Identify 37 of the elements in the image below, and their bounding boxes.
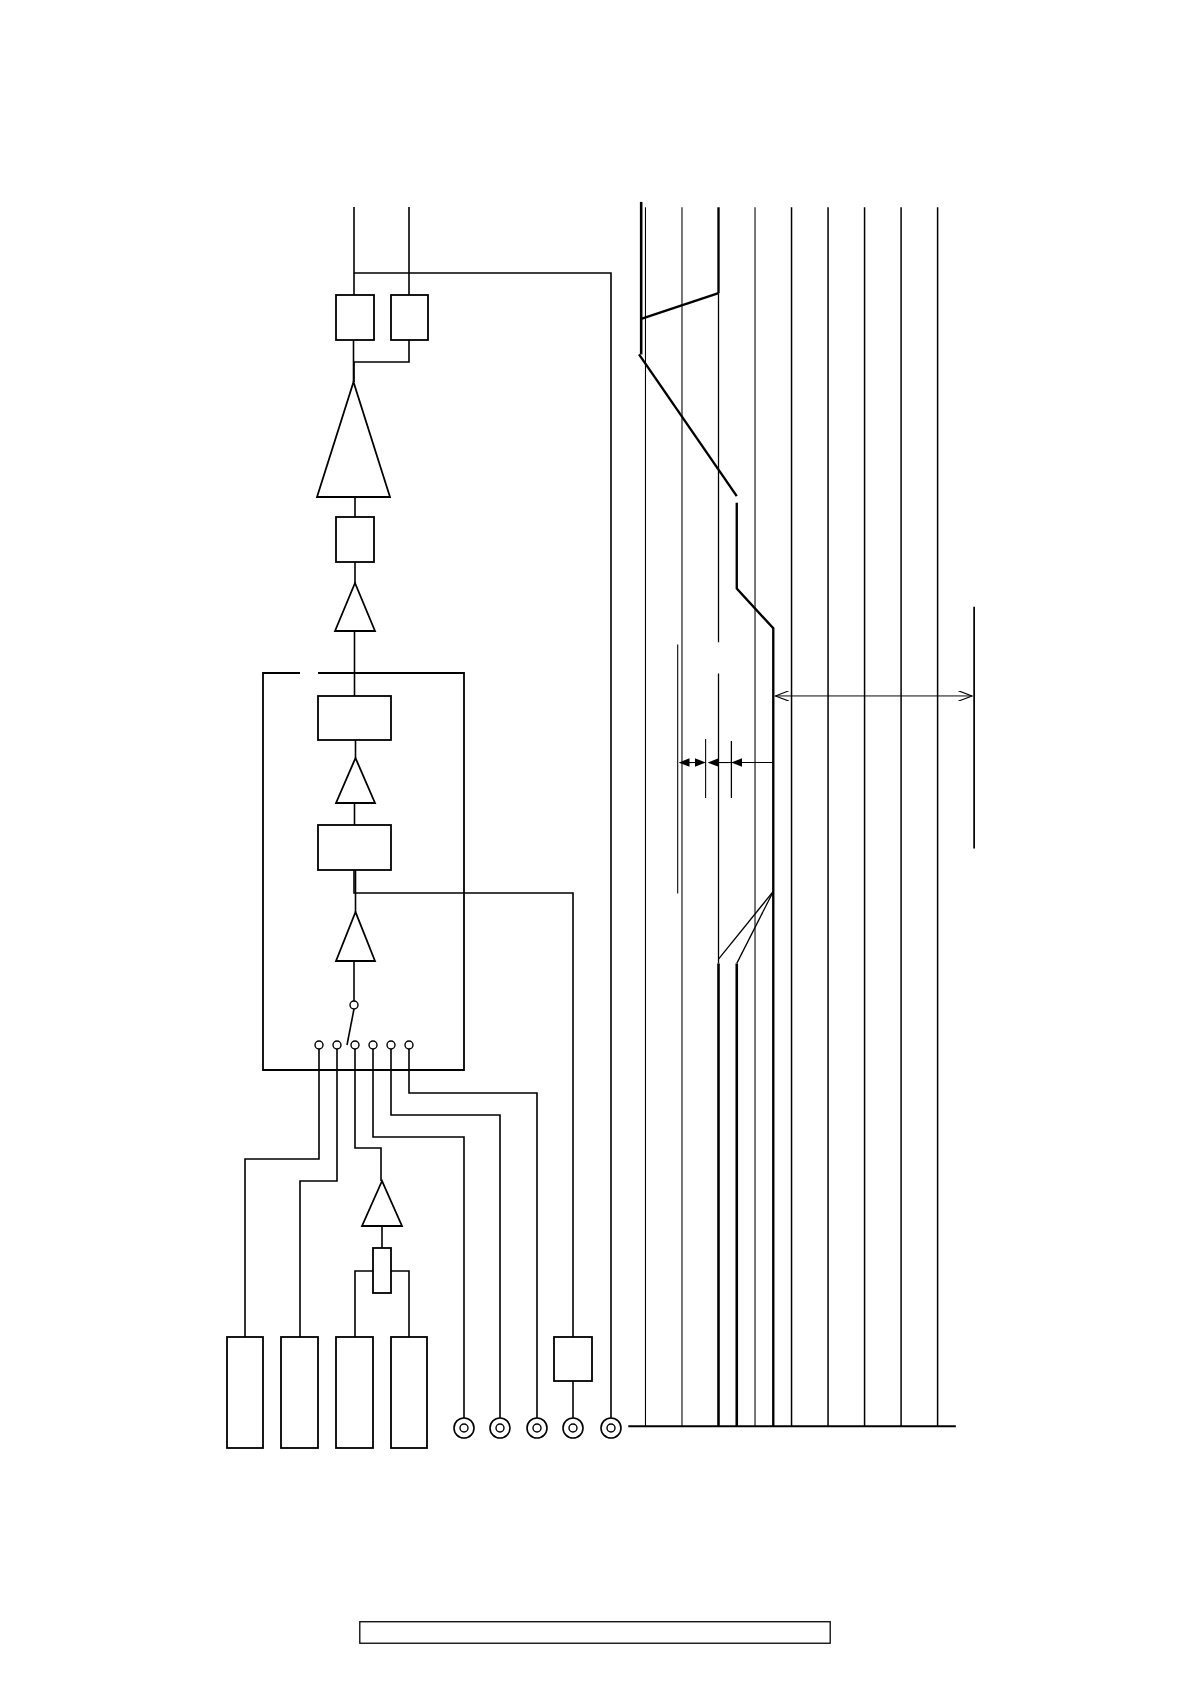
wire	[408, 206, 410, 296]
wire	[354, 1048, 382, 1182]
amplifier-triangle	[360, 1178, 404, 1227]
wire	[354, 561, 356, 584]
wire	[299, 1048, 338, 1338]
block-box	[335, 516, 375, 563]
block-box	[280, 1336, 319, 1449]
wire	[244, 1048, 320, 1338]
wire	[354, 869, 357, 913]
block-box	[335, 294, 375, 341]
jack-socket	[453, 1417, 475, 1439]
wire	[354, 1270, 374, 1338]
amplifier-triangle	[315, 379, 392, 498]
jack-socket	[526, 1417, 548, 1439]
amplifier-triangle	[334, 909, 377, 962]
wire	[372, 1048, 465, 1419]
wire	[408, 1048, 538, 1419]
block-box	[390, 294, 429, 341]
wire	[353, 339, 410, 383]
wire	[353, 869, 574, 1338]
block-box	[317, 824, 392, 871]
block-box	[226, 1336, 264, 1449]
wire	[353, 272, 612, 1419]
wire	[353, 206, 355, 296]
block-box	[372, 1247, 392, 1294]
jack-socket	[600, 1417, 622, 1439]
amplifier-triangle	[333, 580, 377, 632]
wire	[572, 1380, 574, 1419]
block-box	[317, 695, 392, 741]
selector-switch	[314, 1000, 414, 1050]
block-box	[553, 1336, 593, 1382]
jack-socket	[489, 1417, 511, 1439]
jack-socket	[562, 1417, 584, 1439]
amplifier-triangle	[334, 755, 377, 804]
block-box	[390, 1336, 428, 1449]
block-box	[335, 1336, 374, 1449]
wire	[390, 1048, 501, 1419]
